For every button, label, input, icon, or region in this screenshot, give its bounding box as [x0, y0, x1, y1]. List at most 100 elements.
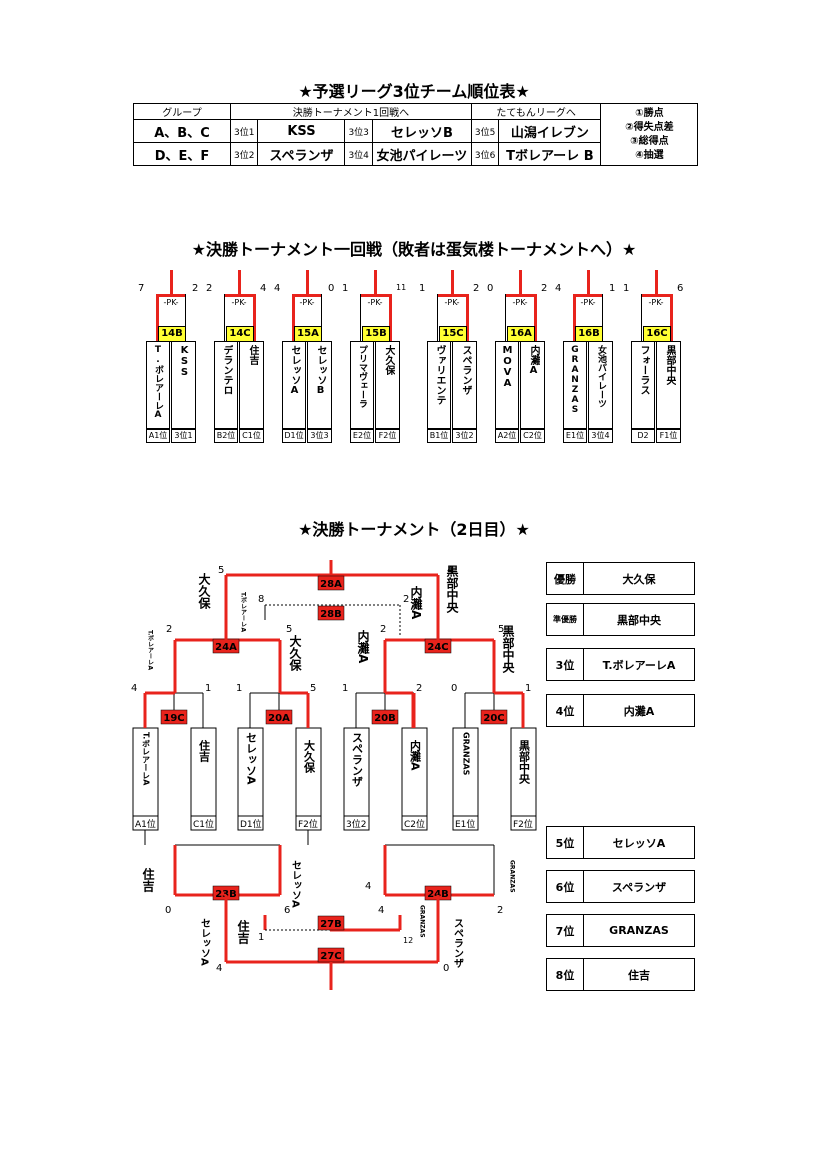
- score-right: 2: [473, 283, 480, 294]
- score-right: 1: [525, 683, 531, 694]
- place-label: 8位: [547, 959, 584, 990]
- score-label: 8: [258, 594, 264, 605]
- team-cell: スペランザ: [257, 142, 346, 166]
- team-label: 大久保: [288, 634, 302, 672]
- round1-match: -PK- 7 2 14B T.ボレアーレA KSS A1位 3位1: [138, 270, 199, 445]
- pos-box: [401, 815, 428, 831]
- score-label: 0: [165, 905, 171, 916]
- title-third-place-ranking: ★予選リーグ3位チーム順位表★: [298, 82, 530, 101]
- team-box: GRANZAS: [563, 341, 587, 429]
- team-box: プリマヴェーラ: [350, 341, 374, 429]
- match-box: [317, 605, 345, 621]
- team-box: 黒部中央: [656, 341, 681, 429]
- ranking-row: 優勝大久保: [546, 562, 695, 595]
- pos-box: [343, 815, 370, 831]
- team-label: 黒部中央: [445, 565, 459, 614]
- team-name: T.ボレアーレA: [602, 658, 676, 672]
- criteria-3: ③総得点: [630, 135, 669, 147]
- place-label: 7位: [547, 915, 584, 946]
- score-label: 4: [378, 905, 384, 916]
- team-label: 住吉: [198, 739, 211, 763]
- pk-label: -PK-: [231, 298, 247, 307]
- score-left: 1: [342, 283, 349, 294]
- team-label: T.ボレアーレA: [147, 630, 154, 670]
- score-label: 2: [380, 624, 386, 635]
- round1-match: -PK- 4 1 16B GRANZAS 女池パイレーツ E1位 3位4: [555, 270, 615, 445]
- team-box: フォーラス: [631, 341, 655, 429]
- score-right: 11: [396, 283, 407, 292]
- pos-label: A2位: [495, 429, 519, 443]
- pos-label: C1位: [193, 818, 214, 830]
- pos-label: D1位: [282, 429, 306, 443]
- team-cell: 山潟イレブン: [498, 119, 602, 143]
- pos-label: D2: [631, 429, 655, 443]
- pos-label: F2位: [375, 429, 400, 443]
- pos-label: E2位: [350, 429, 374, 443]
- place-label: 5位: [547, 827, 584, 858]
- match-code: 15A: [294, 326, 322, 342]
- code-cell: 3位6: [470, 142, 500, 166]
- title-round1: ★決勝トーナメント一回戦（敗者は蛋気楼トーナメントへ）★: [191, 240, 637, 259]
- pos-label: A1位: [135, 818, 156, 830]
- ranking-row: 6位スペランザ: [546, 870, 695, 903]
- match-code: 28B: [320, 609, 342, 620]
- team-label: GRANZAS: [462, 732, 471, 776]
- score-left: 7: [138, 283, 145, 294]
- team-name: 住吉: [628, 968, 650, 982]
- team-box: 大久保: [375, 341, 400, 429]
- score-left: 0: [487, 283, 494, 294]
- match-code: 20C: [483, 713, 504, 724]
- match-code: 20A: [268, 713, 290, 724]
- team-box: セレッソB: [307, 341, 332, 429]
- team-name: スペランザ: [611, 880, 667, 894]
- ranking-row: 4位内灘A: [546, 694, 695, 727]
- round1-match: -PK- 4 0 15A セレッソA セレッソB D1位 3位3: [274, 270, 335, 445]
- pos-label: 3位2: [346, 818, 366, 830]
- pk-label: -PK-: [163, 298, 179, 307]
- match-code: 24B: [427, 889, 449, 900]
- table-row: A、B、C 3位1 KSS 3位3 セレッソB 3位5 山潟イレブン: [133, 119, 698, 143]
- match-box: [317, 915, 345, 931]
- score-right: 6: [677, 283, 684, 294]
- score-right: 2: [192, 283, 199, 294]
- score-left: 1: [342, 683, 348, 694]
- team-label: 住吉: [236, 919, 250, 945]
- pos-box: [510, 815, 537, 831]
- score-label: 4: [216, 963, 222, 974]
- score-right: 5: [310, 683, 316, 694]
- table-row: D、E、F 3位2 スペランザ 3位4 女池パイレーツ 3位6 Tボレアーレ B: [133, 142, 698, 166]
- pk-label: -PK-: [444, 298, 460, 307]
- team-label: 黒部中央: [501, 625, 515, 674]
- team-label: 大久保: [197, 572, 211, 610]
- pos-label: E1位: [455, 818, 475, 830]
- score-left: 2: [206, 283, 213, 294]
- pos-label: F2位: [513, 818, 533, 830]
- score-left: 4: [131, 683, 137, 694]
- match-code: 24C: [427, 642, 448, 653]
- score-left: 1: [236, 683, 242, 694]
- team-box: 内灘A: [520, 341, 545, 429]
- team-label: スペランザ: [452, 918, 464, 969]
- score-label: 2: [166, 624, 172, 635]
- ranking-row: 5位セレッソA: [546, 826, 695, 859]
- score-right: 2: [541, 283, 548, 294]
- score-left: 4: [555, 283, 562, 294]
- score-left: 1: [419, 283, 426, 294]
- score-right: 0: [328, 283, 335, 294]
- team-box: デランテロ: [214, 341, 238, 429]
- score-label: 5: [286, 624, 292, 635]
- team-label: 大久保: [303, 739, 317, 774]
- team-box: ヴァリエンテ: [427, 341, 451, 429]
- pos-label: E1位: [563, 429, 587, 443]
- match-code: 23B: [215, 889, 237, 900]
- team-label: セレッソA: [290, 860, 302, 908]
- pos-label: B1位: [427, 429, 451, 443]
- score-right: 2: [416, 683, 422, 694]
- pk-label: -PK-: [512, 298, 528, 307]
- match-code: 20B: [374, 713, 396, 724]
- match-code: 27C: [320, 951, 341, 962]
- place-label: 4位: [547, 695, 584, 726]
- score-left: 4: [274, 283, 281, 294]
- round1-match: -PK- 1 2 15C ヴァリエンテ スペランザ B1位 3位2: [419, 270, 480, 445]
